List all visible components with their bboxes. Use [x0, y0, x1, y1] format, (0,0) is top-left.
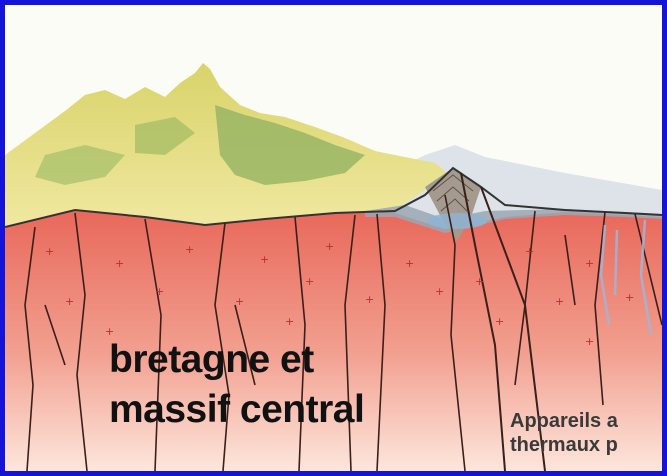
- svg-text:+: +: [235, 295, 244, 308]
- svg-text:+: +: [155, 285, 164, 298]
- svg-text:+: +: [495, 315, 504, 328]
- svg-text:+: +: [45, 245, 54, 258]
- svg-text:+: +: [260, 253, 269, 266]
- svg-text:+: +: [285, 315, 294, 328]
- diagram-caption: Appareils a thermaux p: [510, 409, 618, 457]
- svg-text:+: +: [625, 291, 634, 304]
- svg-text:+: +: [555, 295, 564, 308]
- svg-text:+: +: [65, 295, 74, 308]
- svg-text:+: +: [365, 293, 374, 306]
- svg-text:+: +: [115, 257, 124, 270]
- caption-line-2: thermaux p: [510, 433, 618, 457]
- blue-deposit: [427, 213, 487, 229]
- svg-text:+: +: [325, 240, 334, 253]
- svg-text:+: +: [475, 275, 484, 288]
- svg-text:+: +: [435, 285, 444, 298]
- caption-line-1: Appareils a: [510, 409, 618, 433]
- diagram-title: bretagne et massif central: [109, 335, 364, 435]
- svg-text:+: +: [585, 335, 594, 348]
- svg-text:+: +: [185, 243, 194, 256]
- svg-text:+: +: [405, 257, 414, 270]
- svg-text:+: +: [525, 245, 534, 258]
- svg-text:+: +: [585, 257, 594, 270]
- title-line-1: bretagne et: [109, 335, 364, 385]
- svg-text:+: +: [305, 275, 314, 288]
- title-line-2: massif central: [109, 385, 364, 435]
